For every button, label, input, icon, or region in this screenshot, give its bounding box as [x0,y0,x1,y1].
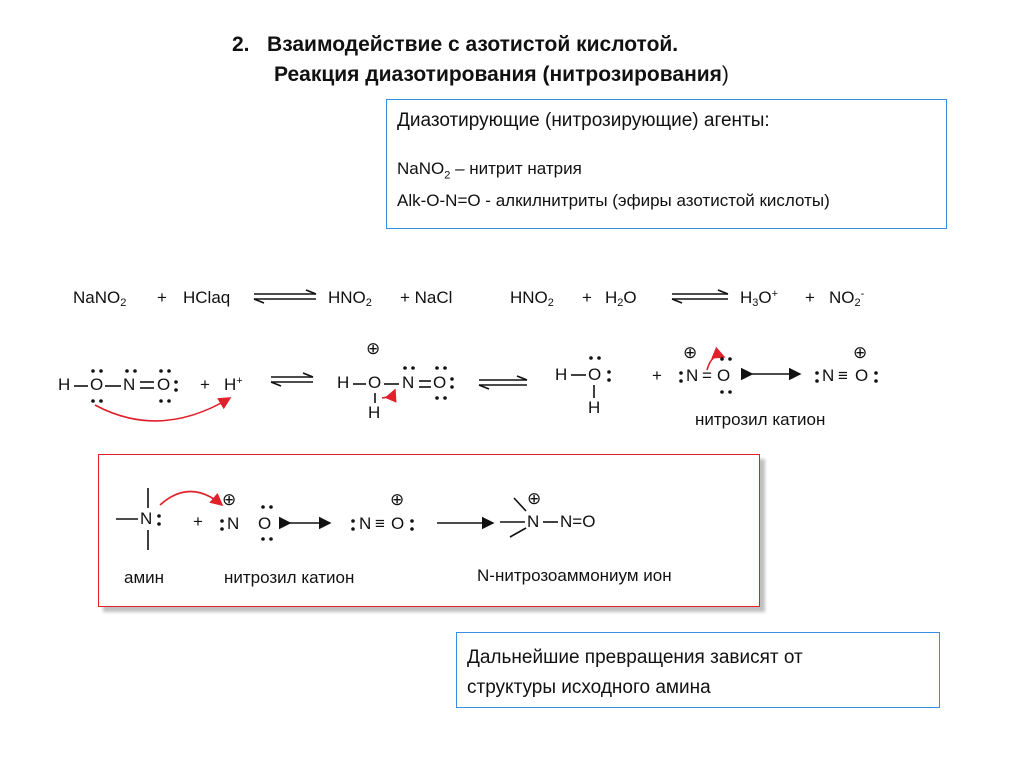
eq2-no2: NO2- [829,288,864,309]
hono-hplus: H+ [224,375,243,395]
product-n: N [527,512,540,531]
slide-title: 2. Взаимодействие с азотистой кислотой. … [232,30,729,90]
eq1-hno2-text: HNO [328,288,366,307]
eq2-no2-sub: 2 [854,297,861,309]
product-charge: ⊕ [527,489,542,508]
product-no: N=O [560,512,596,531]
eq2-no2-sup: - [860,288,865,300]
eq1-nano2-sub: 2 [120,297,127,309]
amine-plus: + [193,512,203,531]
amine-tr-n: N [359,514,372,533]
title-line2: Реакция диазотирования (нитрозирования) [232,60,729,90]
amine-nc-o: O [258,514,272,533]
eq2-hno2-sub: 2 [547,297,554,309]
agent-nano2-sub: 2 [444,169,451,182]
eq1-nacl: + NaCl [400,288,453,307]
amine-tr-charge: ⊕ [390,490,405,509]
eq1-hno2-sub: 2 [365,297,372,309]
prot-h: H [337,373,350,392]
eq2-plus2: + [805,288,815,307]
amine-label: амин [124,568,165,587]
product-label: N-нитрозоаммониум ион [477,566,672,585]
agent-nano2: NaNO2 – нитрит натрия [397,156,936,188]
eq1-hno2: HNO2 [328,288,372,309]
red-arrow-bond-break [381,388,397,403]
eq2-hno2: HNO2 [510,288,554,309]
eq2-h2o-o: O [623,288,637,307]
prot-h-below: H [368,403,381,422]
water-h-below: H [588,398,601,417]
hono-hplus-sup: + [236,375,243,387]
hono-h: H [58,375,71,394]
amine-nitrosyl-label: нитрозил катион [224,568,355,587]
hono-plus: + [200,375,210,394]
eq2-h2o: H2O [605,288,637,309]
water-h: H [555,365,568,384]
nitrosyl-label: нитрозил катион [695,410,826,429]
prot-charge: ⊕ [366,339,381,358]
title-line2-text: Реакция диазотирования (нитрозирования [274,63,722,86]
prot-o2: O [433,373,447,392]
hono-hplus-h: H [224,375,237,394]
nitrosyl-n: N [686,366,699,385]
eq2-h2o-h: H [605,288,618,307]
prot-n: N [402,373,415,392]
agents-header: Диазотирующие (нитрозирующие) агенты: [397,110,770,131]
further-transformations-box: Дальнейшие превращения зависят от структ… [456,632,940,708]
eq2-h3o-sub: 3 [752,297,759,309]
eq1-hclaq: HClaq [183,288,231,307]
hono-n: N [123,375,136,394]
prot-o: O [368,373,382,392]
title-line1: Взаимодействие с азотистой кислотой. [267,33,679,56]
triple-eq: ≡ [838,366,848,385]
water-o: O [588,365,602,384]
hono-o2: O [157,375,171,394]
eq2-h3o: H3O+ [740,288,778,309]
triple-n: N [822,366,835,385]
amine-tr-o: O [391,514,405,533]
nitrosyl-charge: ⊕ [683,343,698,362]
eq1-nano2-text: NaNO [73,288,121,307]
eq2-h3o-h: H [740,288,753,307]
eq2-plus: + [582,288,592,307]
eq2-hno2-text: HNO [510,288,548,307]
eq2-no2-text: NO [829,288,855,307]
title-line2-paren: ) [721,63,729,86]
row2-plus: + [652,366,662,385]
eq1-nano2: NaNO2 [73,288,126,309]
amine-nc-n: N [227,514,240,533]
amine-reaction-box [98,454,760,607]
nitrosyl-eq: = [702,366,712,385]
agent-nano2-desc: – нитрит натрия [450,159,582,178]
triple-charge: ⊕ [853,343,868,362]
hono-o: O [90,375,104,394]
amine-n: N [140,509,153,528]
eq2-h2o-sub: 2 [617,297,624,309]
triple-o: O [855,366,869,385]
amine-tr-eq: ≡ [375,514,385,533]
title-number: 2. [232,33,250,56]
agent-nano2-formula: NaNO [397,159,445,178]
nitrosating-agents-box: Диазотирующие (нитрозирующие) агенты: Na… [386,99,947,229]
eq2-h3o-sup: + [771,288,779,300]
next-line2: структуры исходного амина [467,677,711,698]
agent-alkylnitrite: Alk-O-N=O - алкилнитриты (эфиры азотисто… [397,191,830,211]
next-line1: Дальнейшие превращения зависят от [467,647,803,668]
eq1-plus: + [157,288,167,307]
amine-nc-charge: ⊕ [222,490,237,509]
eq2-h3o-o: O [758,288,772,307]
nitrosyl-o: O [717,366,731,385]
red-arrow-protonation [94,397,232,422]
